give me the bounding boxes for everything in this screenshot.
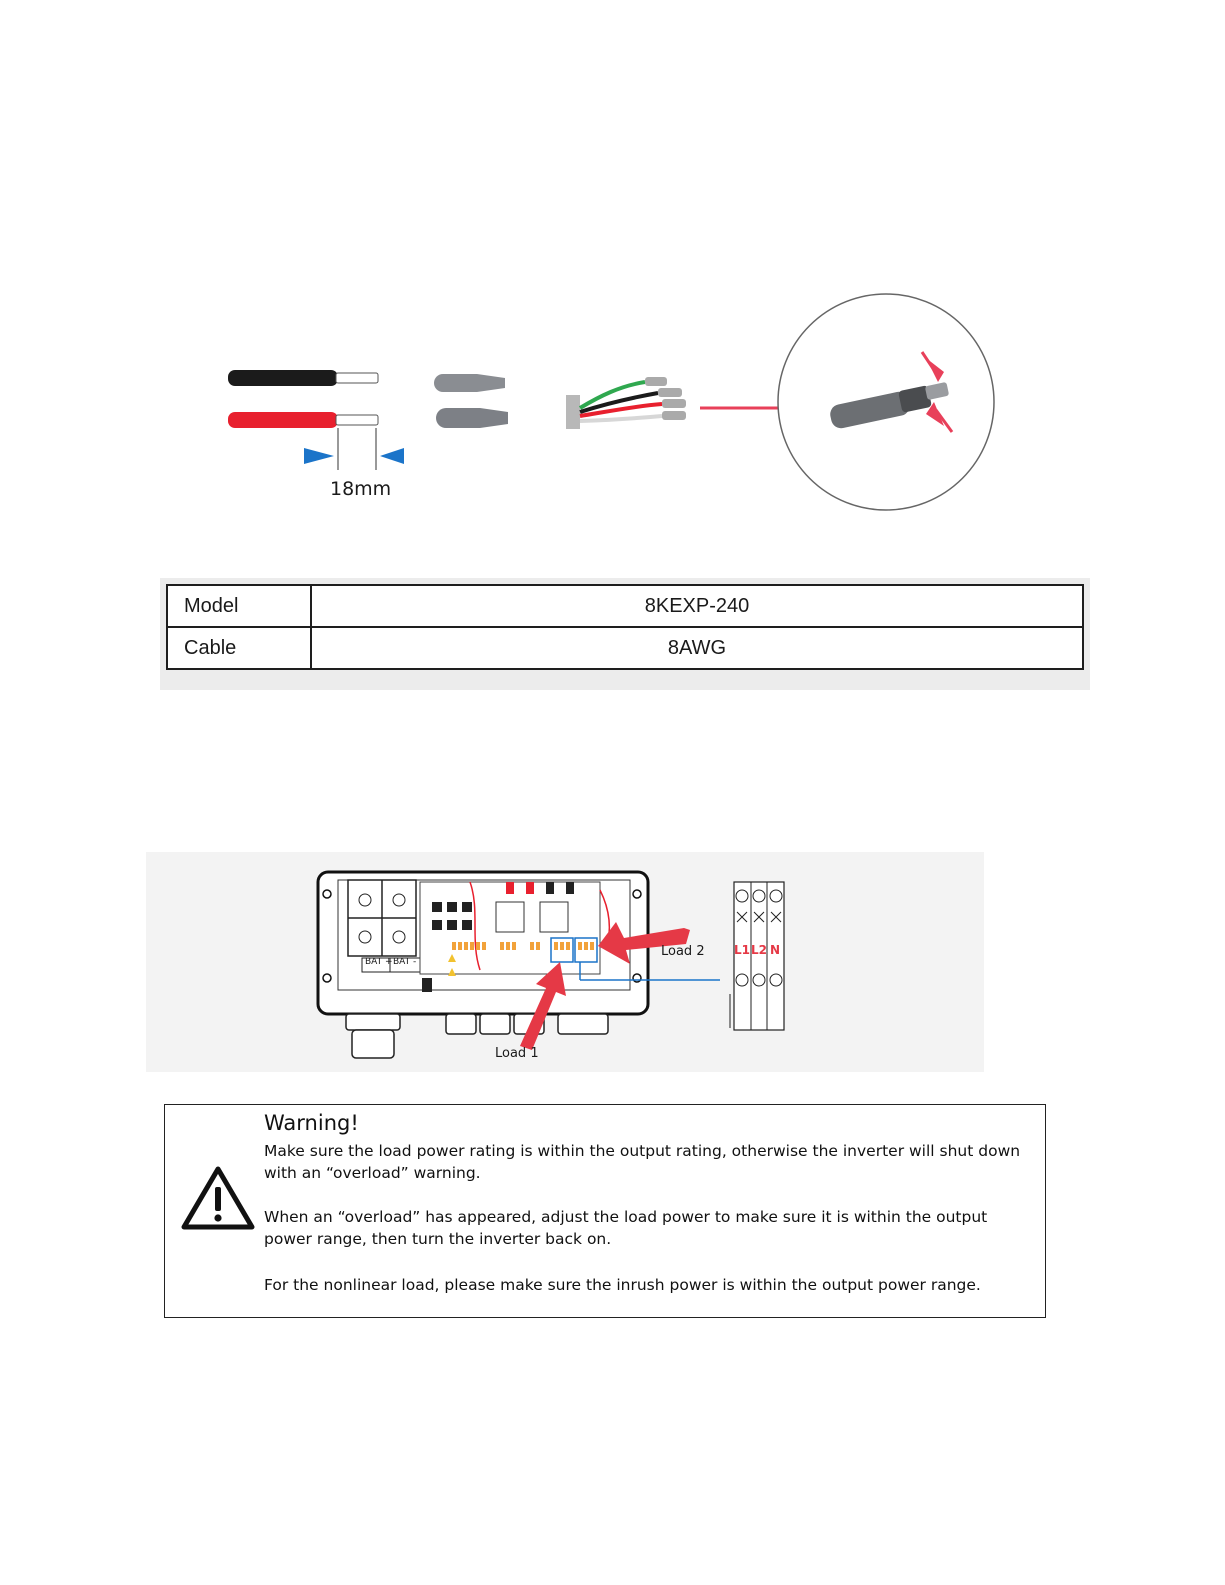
- black-cable: [228, 370, 379, 386]
- load2-arrow: [598, 922, 690, 964]
- terminal-l2-label: L2: [751, 943, 767, 957]
- warning-paragraph: When an “overload” has appeared, adjust …: [264, 1208, 988, 1248]
- load-terminal-block: [729, 881, 785, 1031]
- red-cable: [228, 412, 379, 428]
- battery-negative-label: BAT -: [393, 957, 417, 967]
- table-cell-value: 8AWG: [310, 626, 1084, 670]
- table-row: Model 8KEXP-240: [166, 584, 1084, 628]
- warning-callout: Warning! Make sure the load power rating…: [164, 1104, 1046, 1318]
- terminal-l1-label: L1: [734, 943, 750, 957]
- inverter-enclosure: [316, 870, 650, 1059]
- dimension-marker: [304, 428, 404, 470]
- load2-label: Load 2: [661, 944, 705, 959]
- table-cell-label: Model: [166, 584, 312, 628]
- table-cell-value: 8KEXP-240: [310, 584, 1084, 628]
- spec-table-grid: Model 8KEXP-240 Cable 8AWG: [166, 584, 1084, 670]
- battery-positive-label: BAT +: [365, 957, 393, 967]
- ferrule-connectors: [434, 374, 508, 428]
- cable-preparation-figure: 18mm: [0, 0, 1225, 560]
- table-cell-label: Cable: [166, 626, 312, 670]
- warning-paragraph: For the nonlinear load, please make sure…: [264, 1276, 981, 1294]
- strip-length-label: 18mm: [330, 478, 392, 500]
- wire-bundle: [566, 377, 686, 429]
- load1-label: Load 1: [495, 1046, 539, 1061]
- load-wiring-figure: Load 2 Load 1 BAT + BAT - L1 L2 N: [0, 850, 1225, 1080]
- inverter-wiring-illustration: [146, 852, 984, 1072]
- table-row: Cable 8AWG: [166, 626, 1084, 670]
- cable-spec-table: Model 8KEXP-240 Cable 8AWG: [160, 578, 1090, 690]
- terminal-n-label: N: [770, 943, 781, 957]
- cable-preparation-illustration: [228, 293, 995, 511]
- warning-triangle-icon: [181, 1166, 255, 1230]
- warning-title: Warning!: [264, 1111, 359, 1135]
- warning-paragraph: Make sure the load power rating is withi…: [264, 1142, 1021, 1182]
- load1-arrow: [520, 962, 566, 1050]
- crimp-detail-circle: [777, 293, 995, 511]
